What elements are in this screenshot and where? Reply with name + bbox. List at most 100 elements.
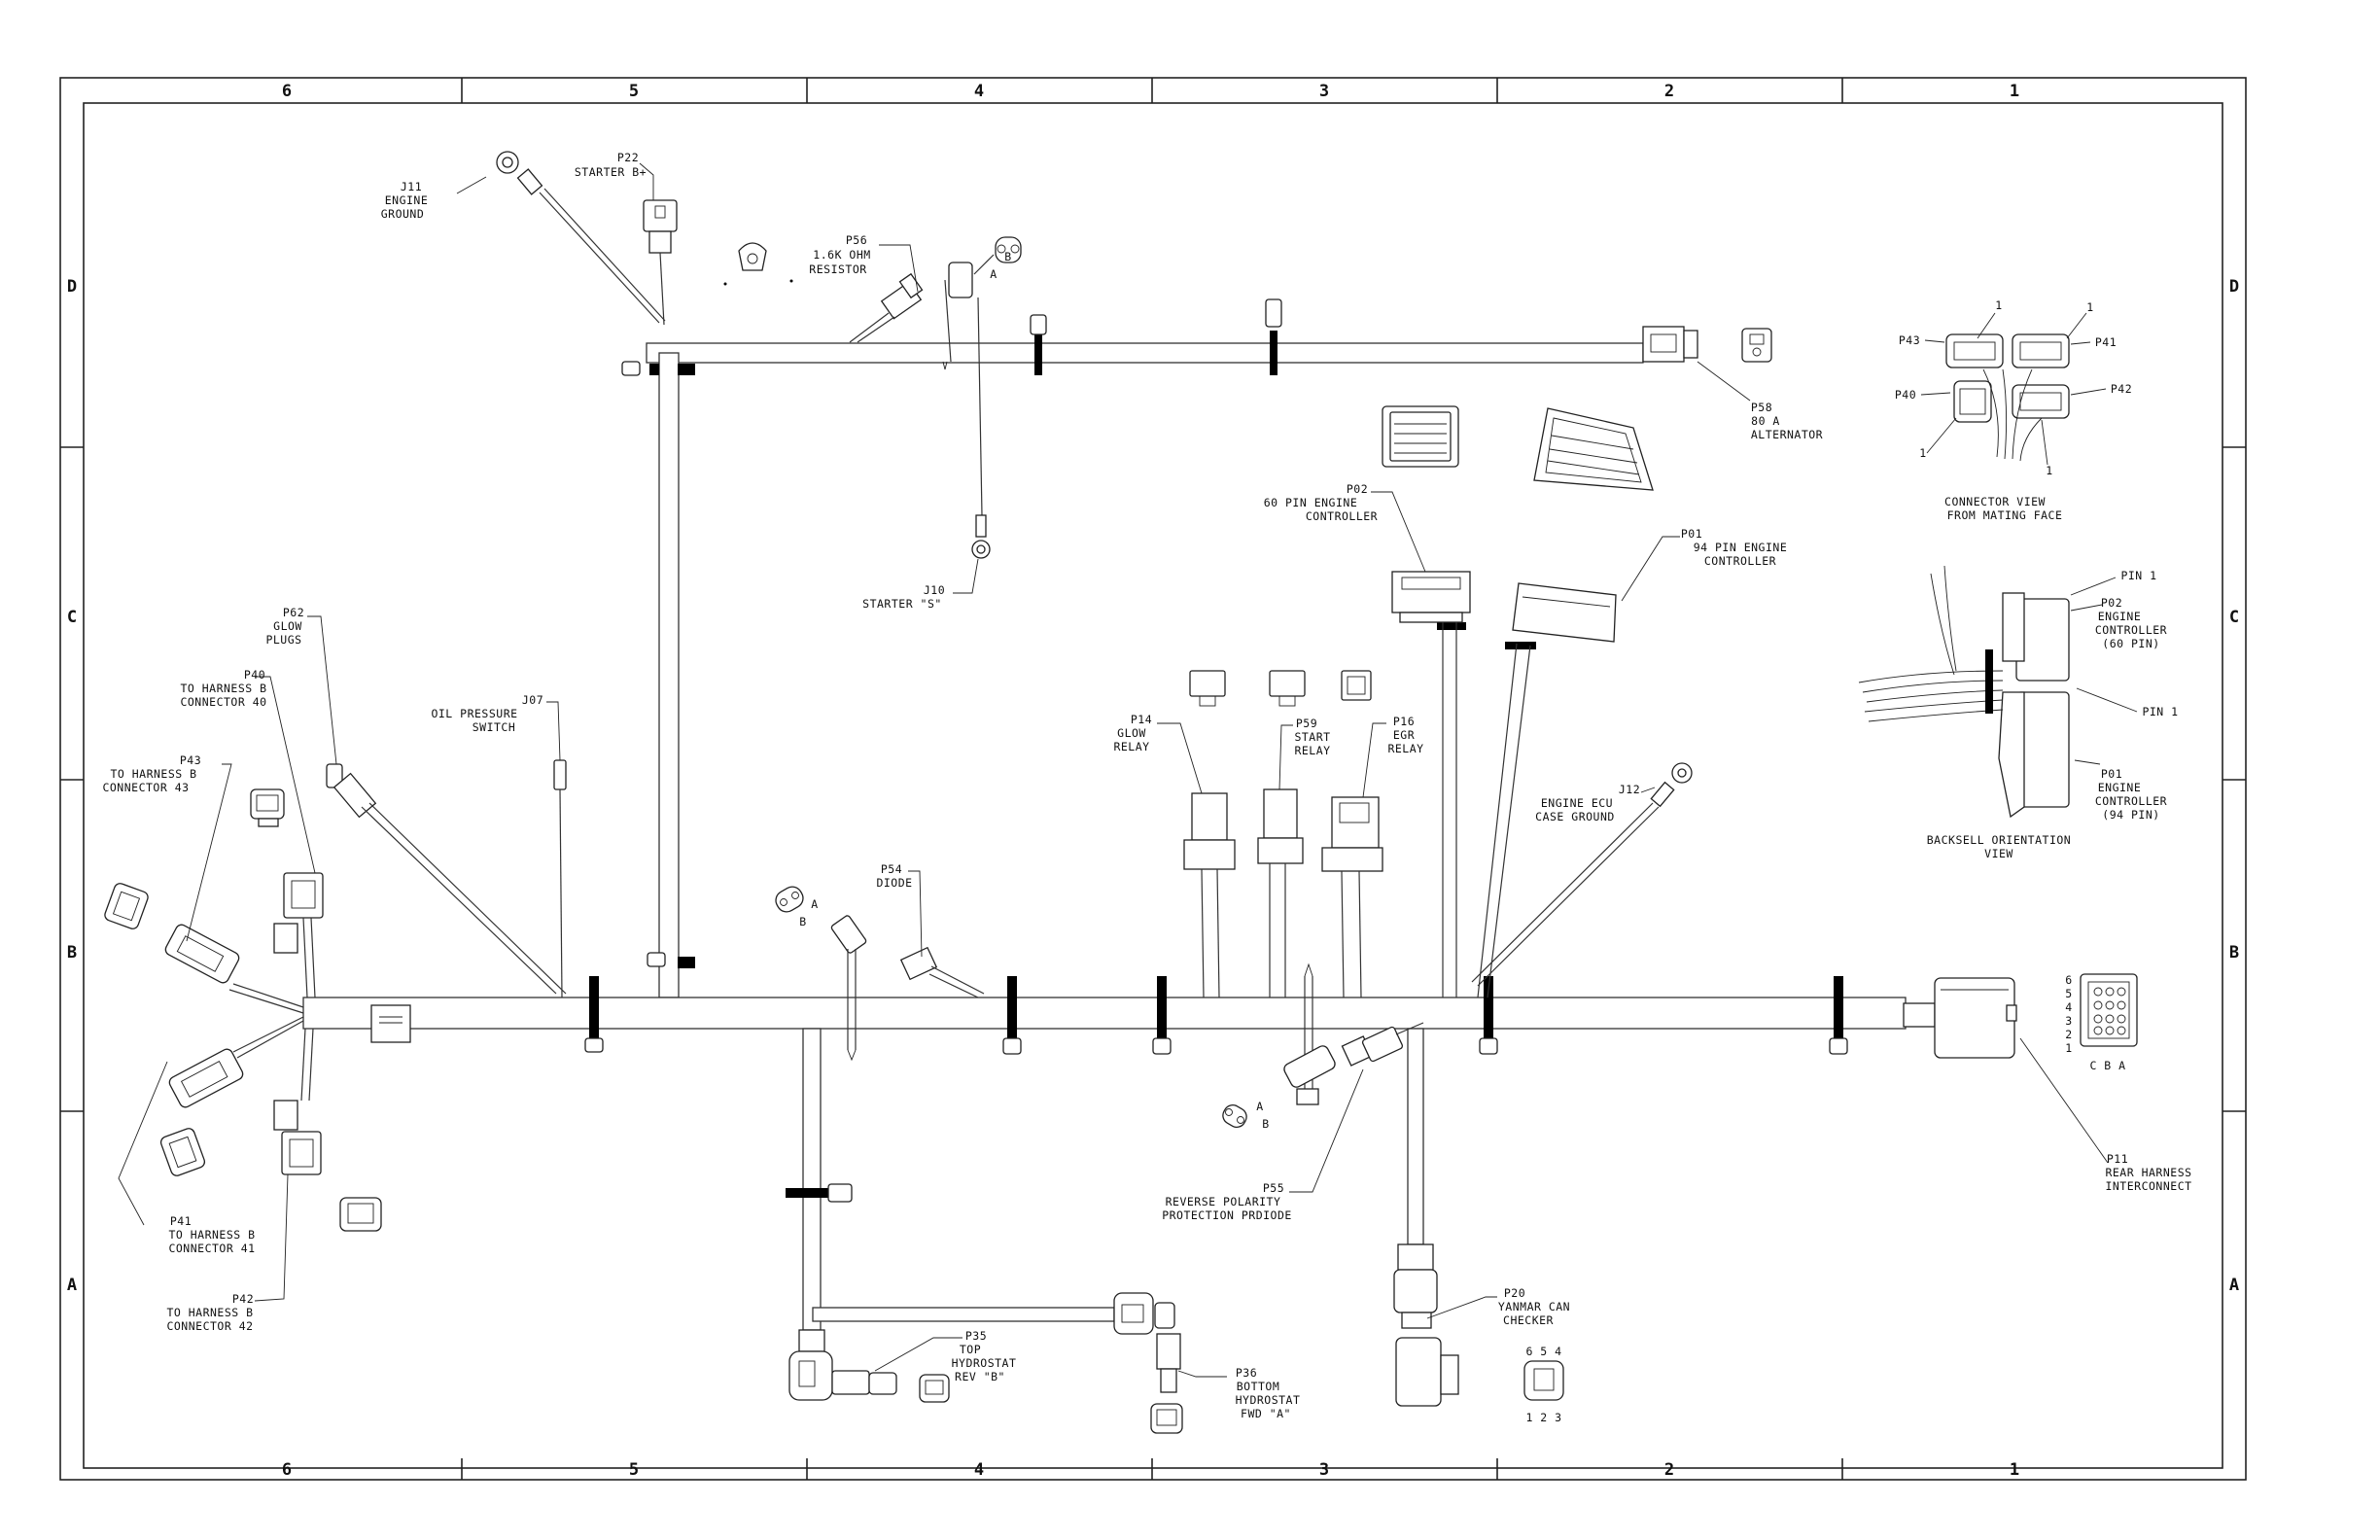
zone-top-5: 5 xyxy=(629,82,639,101)
zone-right-C: C xyxy=(2229,608,2239,627)
p02-face-view xyxy=(1382,405,1459,468)
p16-ref: P16 xyxy=(1393,715,1415,728)
zone-top-4: 4 xyxy=(974,82,984,101)
zone-top-2: 2 xyxy=(1664,82,1674,101)
p01-engine-controller-connector xyxy=(1477,536,1680,998)
hydrostat-branch-horizontal xyxy=(812,1307,1115,1322)
p58-desc2: ALTERNATOR xyxy=(1751,428,1823,441)
harness-trunks xyxy=(302,342,1907,1331)
bs-p01-desc2: CONTROLLER xyxy=(2095,794,2167,808)
p56-ref: P56 xyxy=(846,233,867,247)
bs-p02-desc1: ENGINE xyxy=(2098,610,2142,623)
cv-p42: P42 xyxy=(2111,382,2132,396)
upper-trunk xyxy=(646,342,1644,364)
p35-label: P35 TOP HYDROSTAT REV "B" xyxy=(952,1329,1017,1383)
j07-label: J07 OIL PRESSURE SWITCH xyxy=(431,693,543,734)
p40-ref: P40 xyxy=(244,668,265,682)
drawing-frame xyxy=(59,77,2247,1481)
p20-pins-bottom: 1 2 3 xyxy=(1525,1411,1561,1424)
backshell-title2: VIEW xyxy=(1984,847,2013,860)
j12-desc2: CASE GROUND xyxy=(1535,810,1615,823)
j10-desc1: STARTER "S" xyxy=(862,597,942,611)
p62-glow-plugs xyxy=(307,615,567,995)
p56-resistor xyxy=(849,236,1022,516)
p55-ref: P55 xyxy=(1263,1181,1284,1195)
p11-desc2: INTERCONNECT xyxy=(2105,1179,2191,1193)
j10-ref: J10 xyxy=(924,583,945,597)
p14-desc2: RELAY xyxy=(1113,740,1149,753)
bs-p02-desc2: CONTROLLER xyxy=(2095,623,2167,637)
vertical-trunk xyxy=(658,352,680,998)
j10-label: J10 STARTER "S" xyxy=(862,583,945,611)
p20-pins-top: 6 5 4 xyxy=(1525,1345,1561,1358)
connector-view-title1: CONNECTOR VIEW xyxy=(1944,495,2046,508)
backshell-orientation-view xyxy=(1858,565,2138,819)
p41-desc1: TO HARNESS B xyxy=(168,1228,255,1242)
p42-connector xyxy=(254,1028,322,1302)
backshell-title1: BACKSELL ORIENTATION xyxy=(1927,833,2071,847)
p42-label: P42 TO HARNESS B CONNECTOR 42 xyxy=(166,1292,253,1333)
zone-markers: 6 5 4 3 2 1 6 5 4 3 2 1 D C B A D C B A xyxy=(67,82,2239,1480)
bs-p02-desc3: (60 PIN) xyxy=(2102,637,2159,650)
zone-right-D: D xyxy=(2229,277,2239,297)
cable-ties xyxy=(589,331,1843,1198)
p35-top-hydrostat-connector xyxy=(788,1329,962,1401)
zone-bottom-5: 5 xyxy=(629,1460,639,1480)
zone-bottom-2: 2 xyxy=(1664,1460,1674,1480)
p56-pin-b: B xyxy=(1004,250,1011,263)
p20-desc2: CHECKER xyxy=(1503,1313,1554,1327)
relay-face-views xyxy=(1189,670,1372,707)
p20-mating-face xyxy=(1523,1360,1564,1401)
p56-pin-a: A xyxy=(990,267,997,281)
j07-desc1: OIL PRESSURE xyxy=(431,707,517,720)
p02-desc1: 60 PIN ENGINE xyxy=(1264,496,1358,509)
p36-desc2: HYDROSTAT xyxy=(1236,1393,1301,1407)
p42-desc1: TO HARNESS B xyxy=(166,1306,253,1319)
p55-label: P55 REVERSE POLARITY PROTECTION PRDIODE … xyxy=(1162,1100,1291,1222)
p20-yanmar-can-checker xyxy=(1393,1243,1497,1407)
connector-view-labels: P43 P41 P40 P42 1 1 1 1 CONNECTOR VIEW F… xyxy=(1895,298,2132,522)
j07-ref: J07 xyxy=(522,693,543,707)
p36-ref: P36 xyxy=(1236,1366,1257,1380)
zone-left-B: B xyxy=(67,943,77,962)
p35-desc1: TOP xyxy=(960,1343,981,1356)
p62-ref: P62 xyxy=(283,606,304,619)
p41-desc2: CONNECTOR 41 xyxy=(168,1242,255,1255)
p43-desc1: TO HARNESS B xyxy=(110,767,196,781)
p14-glow-relay-connector xyxy=(1157,722,1236,998)
backshell-labels: PIN 1 PIN 1 P02 ENGINE CONTROLLER (60 PI… xyxy=(1927,569,2178,860)
p20-label: P20 YANMAR CAN CHECKER 6 5 4 1 2 3 xyxy=(1498,1286,1570,1424)
p41-connector xyxy=(118,1016,304,1226)
p11-pin-4: 4 xyxy=(2065,1000,2072,1014)
p40-label: P40 TO HARNESS B CONNECTOR 40 xyxy=(180,668,266,709)
p43-mating-face xyxy=(104,883,149,929)
p01-desc2: CONTROLLER xyxy=(1704,554,1776,568)
j12-desc1: ENGINE ECU xyxy=(1541,796,1613,810)
p58-desc1: 80 A xyxy=(1751,414,1780,428)
p59-desc2: RELAY xyxy=(1294,744,1330,757)
zone-top-1: 1 xyxy=(2010,82,2019,101)
p41-mating-face xyxy=(159,1128,206,1176)
j11-label: J11 ENGINE GROUND xyxy=(381,180,428,221)
j11-ref: J11 xyxy=(401,180,422,193)
p55-pin-views xyxy=(1222,1103,1247,1129)
p36-desc3: FWD "A" xyxy=(1241,1407,1291,1420)
p36-label: P36 BOTTOM HYDROSTAT FWD "A" xyxy=(1236,1366,1301,1420)
p20-ref: P20 xyxy=(1504,1286,1525,1300)
p54-diode xyxy=(830,870,985,1062)
bs-p01-ref: P01 xyxy=(2101,767,2122,781)
p40-mating-face xyxy=(250,788,285,827)
p42-desc2: CONNECTOR 42 xyxy=(166,1319,253,1333)
p35-desc2: HYDROSTAT xyxy=(952,1356,1017,1370)
p56-desc2: RESISTOR xyxy=(809,262,866,276)
p16-desc2: RELAY xyxy=(1387,742,1423,755)
j10-starter-s xyxy=(953,514,991,594)
p14-desc1: GLOW xyxy=(1117,726,1146,740)
bs-p01-desc3: (94 PIN) xyxy=(2102,808,2159,822)
bs-p02-ref: P02 xyxy=(2101,596,2122,610)
p43-connector xyxy=(164,763,304,1014)
p22-mating-connector-view xyxy=(723,242,793,286)
bs-pin1-top: PIN 1 xyxy=(2120,569,2156,582)
p54-desc1: DIODE xyxy=(876,876,912,890)
